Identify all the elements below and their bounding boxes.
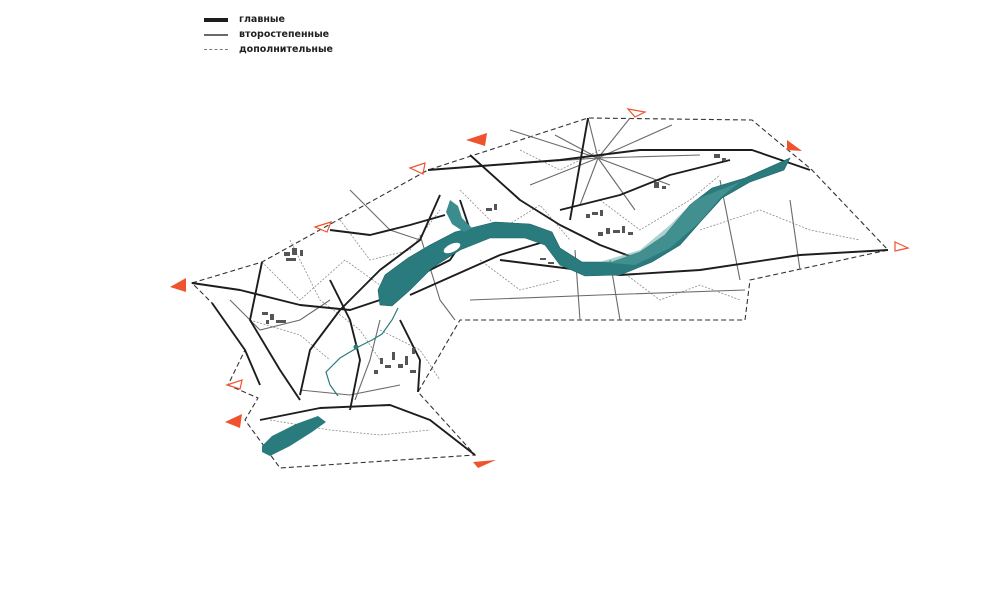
triangle-filled-icon[interactable]	[225, 414, 242, 428]
legend-label: главные	[239, 14, 285, 25]
main-roads	[191, 117, 889, 456]
legend-label: второстепенные	[239, 29, 330, 40]
water-bodies	[262, 157, 791, 456]
legend-label: дополнительные	[239, 44, 333, 55]
main-road-swatch	[204, 17, 228, 22]
legend-item-main-roads: главные	[204, 12, 333, 27]
legend-item-extra-roads: дополнительные	[204, 42, 333, 57]
triangle-outline-icon[interactable]	[894, 241, 910, 252]
triangle-outline-icon[interactable]	[626, 108, 647, 118]
triangle-filled-icon[interactable]	[473, 460, 496, 468]
river	[377, 157, 791, 307]
triangle-outline-icon[interactable]	[313, 221, 333, 233]
pond-south	[262, 416, 326, 456]
extra-road-swatch	[204, 49, 228, 50]
secondary-roads	[229, 117, 801, 401]
triangle-filled-icon[interactable]	[170, 278, 186, 292]
pond-north	[446, 200, 472, 232]
entrance-markers	[170, 108, 910, 468]
triangle-filled-icon[interactable]	[466, 133, 487, 146]
map-legend: главные второстепенные дополнительные	[204, 12, 333, 57]
river-island	[443, 242, 461, 254]
extra-roads	[249, 149, 861, 436]
buildings	[262, 154, 726, 374]
legend-item-secondary-roads: второстепенные	[204, 27, 333, 42]
secondary-road-swatch	[204, 33, 228, 36]
triangle-outline-icon[interactable]	[225, 379, 243, 390]
stream-pool	[353, 344, 359, 350]
river-highlight	[600, 182, 740, 265]
stream	[325, 307, 399, 397]
site-boundary	[190, 117, 890, 469]
triangle-filled-icon[interactable]	[787, 140, 802, 151]
triangle-outline-icon[interactable]	[408, 162, 426, 175]
